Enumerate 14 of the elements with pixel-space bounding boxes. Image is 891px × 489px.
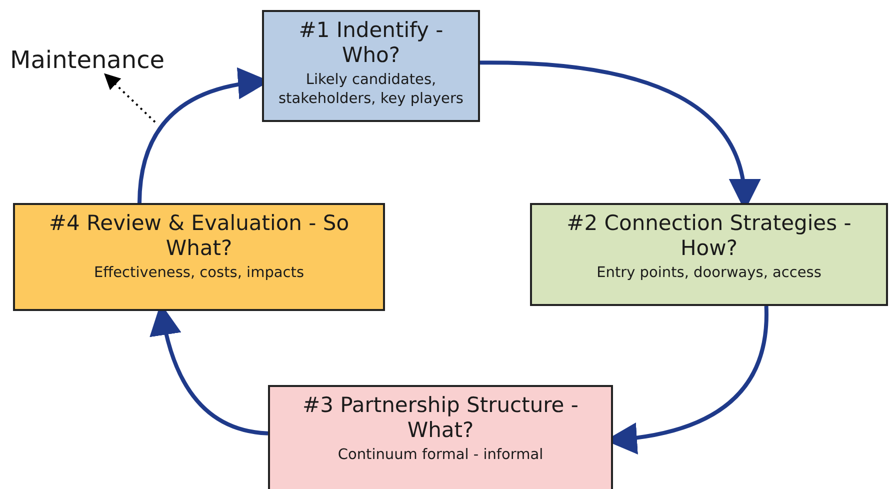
box-description: Effectiveness, costs, impacts: [94, 264, 304, 283]
box-description: Continuum formal - informal: [338, 446, 544, 465]
process-box: [530, 203, 888, 306]
box-description: Likely candidates, stakeholders, key players: [277, 71, 464, 109]
process-box: [13, 203, 385, 311]
arrow: [104, 73, 156, 123]
box-title: #2 Connection Strategies - How?: [566, 211, 852, 261]
process-box: [268, 385, 613, 489]
text-label: Maintenance: [10, 46, 165, 74]
box-title: #3 Partnership Structure - What?: [302, 393, 580, 443]
box-description: Entry points, doorways, access: [596, 264, 822, 283]
box-title: #1 Indentify - Who?: [298, 18, 444, 68]
process-box: [262, 10, 480, 122]
box-title: #4 Review & Evaluation - So What?: [48, 211, 350, 261]
